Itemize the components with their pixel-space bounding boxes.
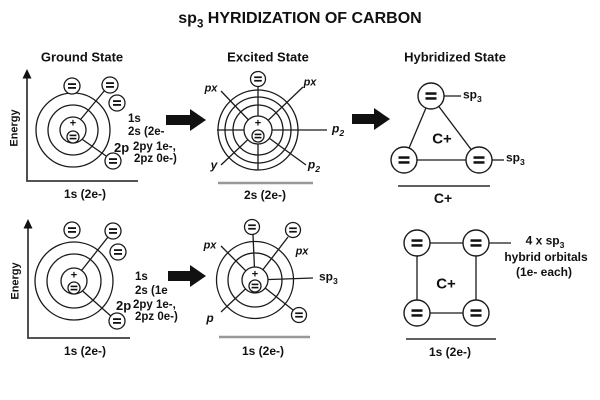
energy-axis [26, 76, 138, 182]
x-axis-label: 1s (2e-) [63, 344, 107, 358]
axis-arrowhead-icon [22, 69, 32, 79]
energy-axis [27, 226, 130, 339]
orbital-note-2pz: 2pz 0e-) [134, 153, 177, 165]
orbital-note-2p: 2p [116, 298, 132, 313]
arrow-right-icon [168, 265, 206, 287]
carbon-cation-label: C+ [432, 130, 452, 148]
column-header-excited-state: Excited State [227, 49, 309, 65]
annotation-line-3: (1e- each) [515, 265, 573, 279]
orbital-label-p: p [206, 311, 214, 325]
nucleus-plus: + [70, 269, 78, 282]
hybridized-state-bottom-diagram [403, 229, 511, 340]
ground-state-top-diagram [22, 69, 138, 182]
column-header-ground-state: Ground State [40, 49, 124, 65]
orbital-label-y: y [210, 158, 218, 172]
x-axis-label: 2s (2e-) [243, 188, 287, 202]
orbital-note-2py: 2py 1e-, [133, 141, 176, 153]
excited-state-top-diagram [217, 70, 327, 185]
annotation-line-2: hybrid orbitals [504, 250, 588, 264]
energy-axis-label: Energy [9, 262, 22, 300]
x-axis-label: C+ [433, 190, 453, 206]
carbon-cation-label: C+ [436, 275, 456, 293]
x-axis-label: 1s (2e-) [63, 187, 107, 201]
nucleus-plus: + [251, 268, 259, 281]
orbital-label-px-right: px [295, 245, 309, 258]
orbital-note-2py: 2py 1e-, [133, 299, 176, 311]
orbital-note-2s: 2s (1e [135, 285, 168, 297]
energy-axis-label: Energy [8, 109, 21, 147]
sp3-label-right: sp3 [506, 150, 525, 167]
nucleus-plus: + [254, 117, 262, 130]
orbital-label-p2-right: p2 [332, 121, 345, 138]
orbital-note-2pz: 2pz 0e-) [135, 311, 178, 323]
orbital-label-p2-bottom: p2 [307, 157, 321, 174]
x-axis-label: 1s (2e-) [241, 344, 285, 358]
sp3-label-top: sp3 [463, 87, 482, 104]
orbital-note-1s: 1s [135, 271, 148, 283]
hybridized-state-top-diagram [390, 82, 504, 187]
orbital-note-2s: 2s (2e- [128, 126, 165, 138]
x-axis-label: 1s (2e-) [428, 345, 472, 359]
nucleus-plus: + [69, 117, 77, 130]
orbital-label-px-right: px [303, 76, 317, 89]
column-header-hybridized-state: Hybridized State [404, 49, 506, 65]
orbital-label-px-left: px [204, 82, 218, 95]
page-title: sp3 HYRIDIZATION OF CARBON [178, 10, 422, 31]
orbital-note-2p: 2p [114, 140, 130, 155]
arrow-right-icon [166, 109, 206, 131]
orbital-label-px-left: px [203, 239, 217, 252]
orbital-note-1s: 1s [128, 113, 141, 125]
arrow-right-icon [352, 108, 390, 130]
annotation-line-1: 4 x sp3 [525, 233, 565, 250]
excited-state-bottom-diagram [215, 218, 314, 339]
ground-state-bottom-diagram [23, 219, 130, 339]
sp3-label-right: sp3 [319, 269, 338, 286]
axis-arrowhead-icon [23, 219, 33, 229]
